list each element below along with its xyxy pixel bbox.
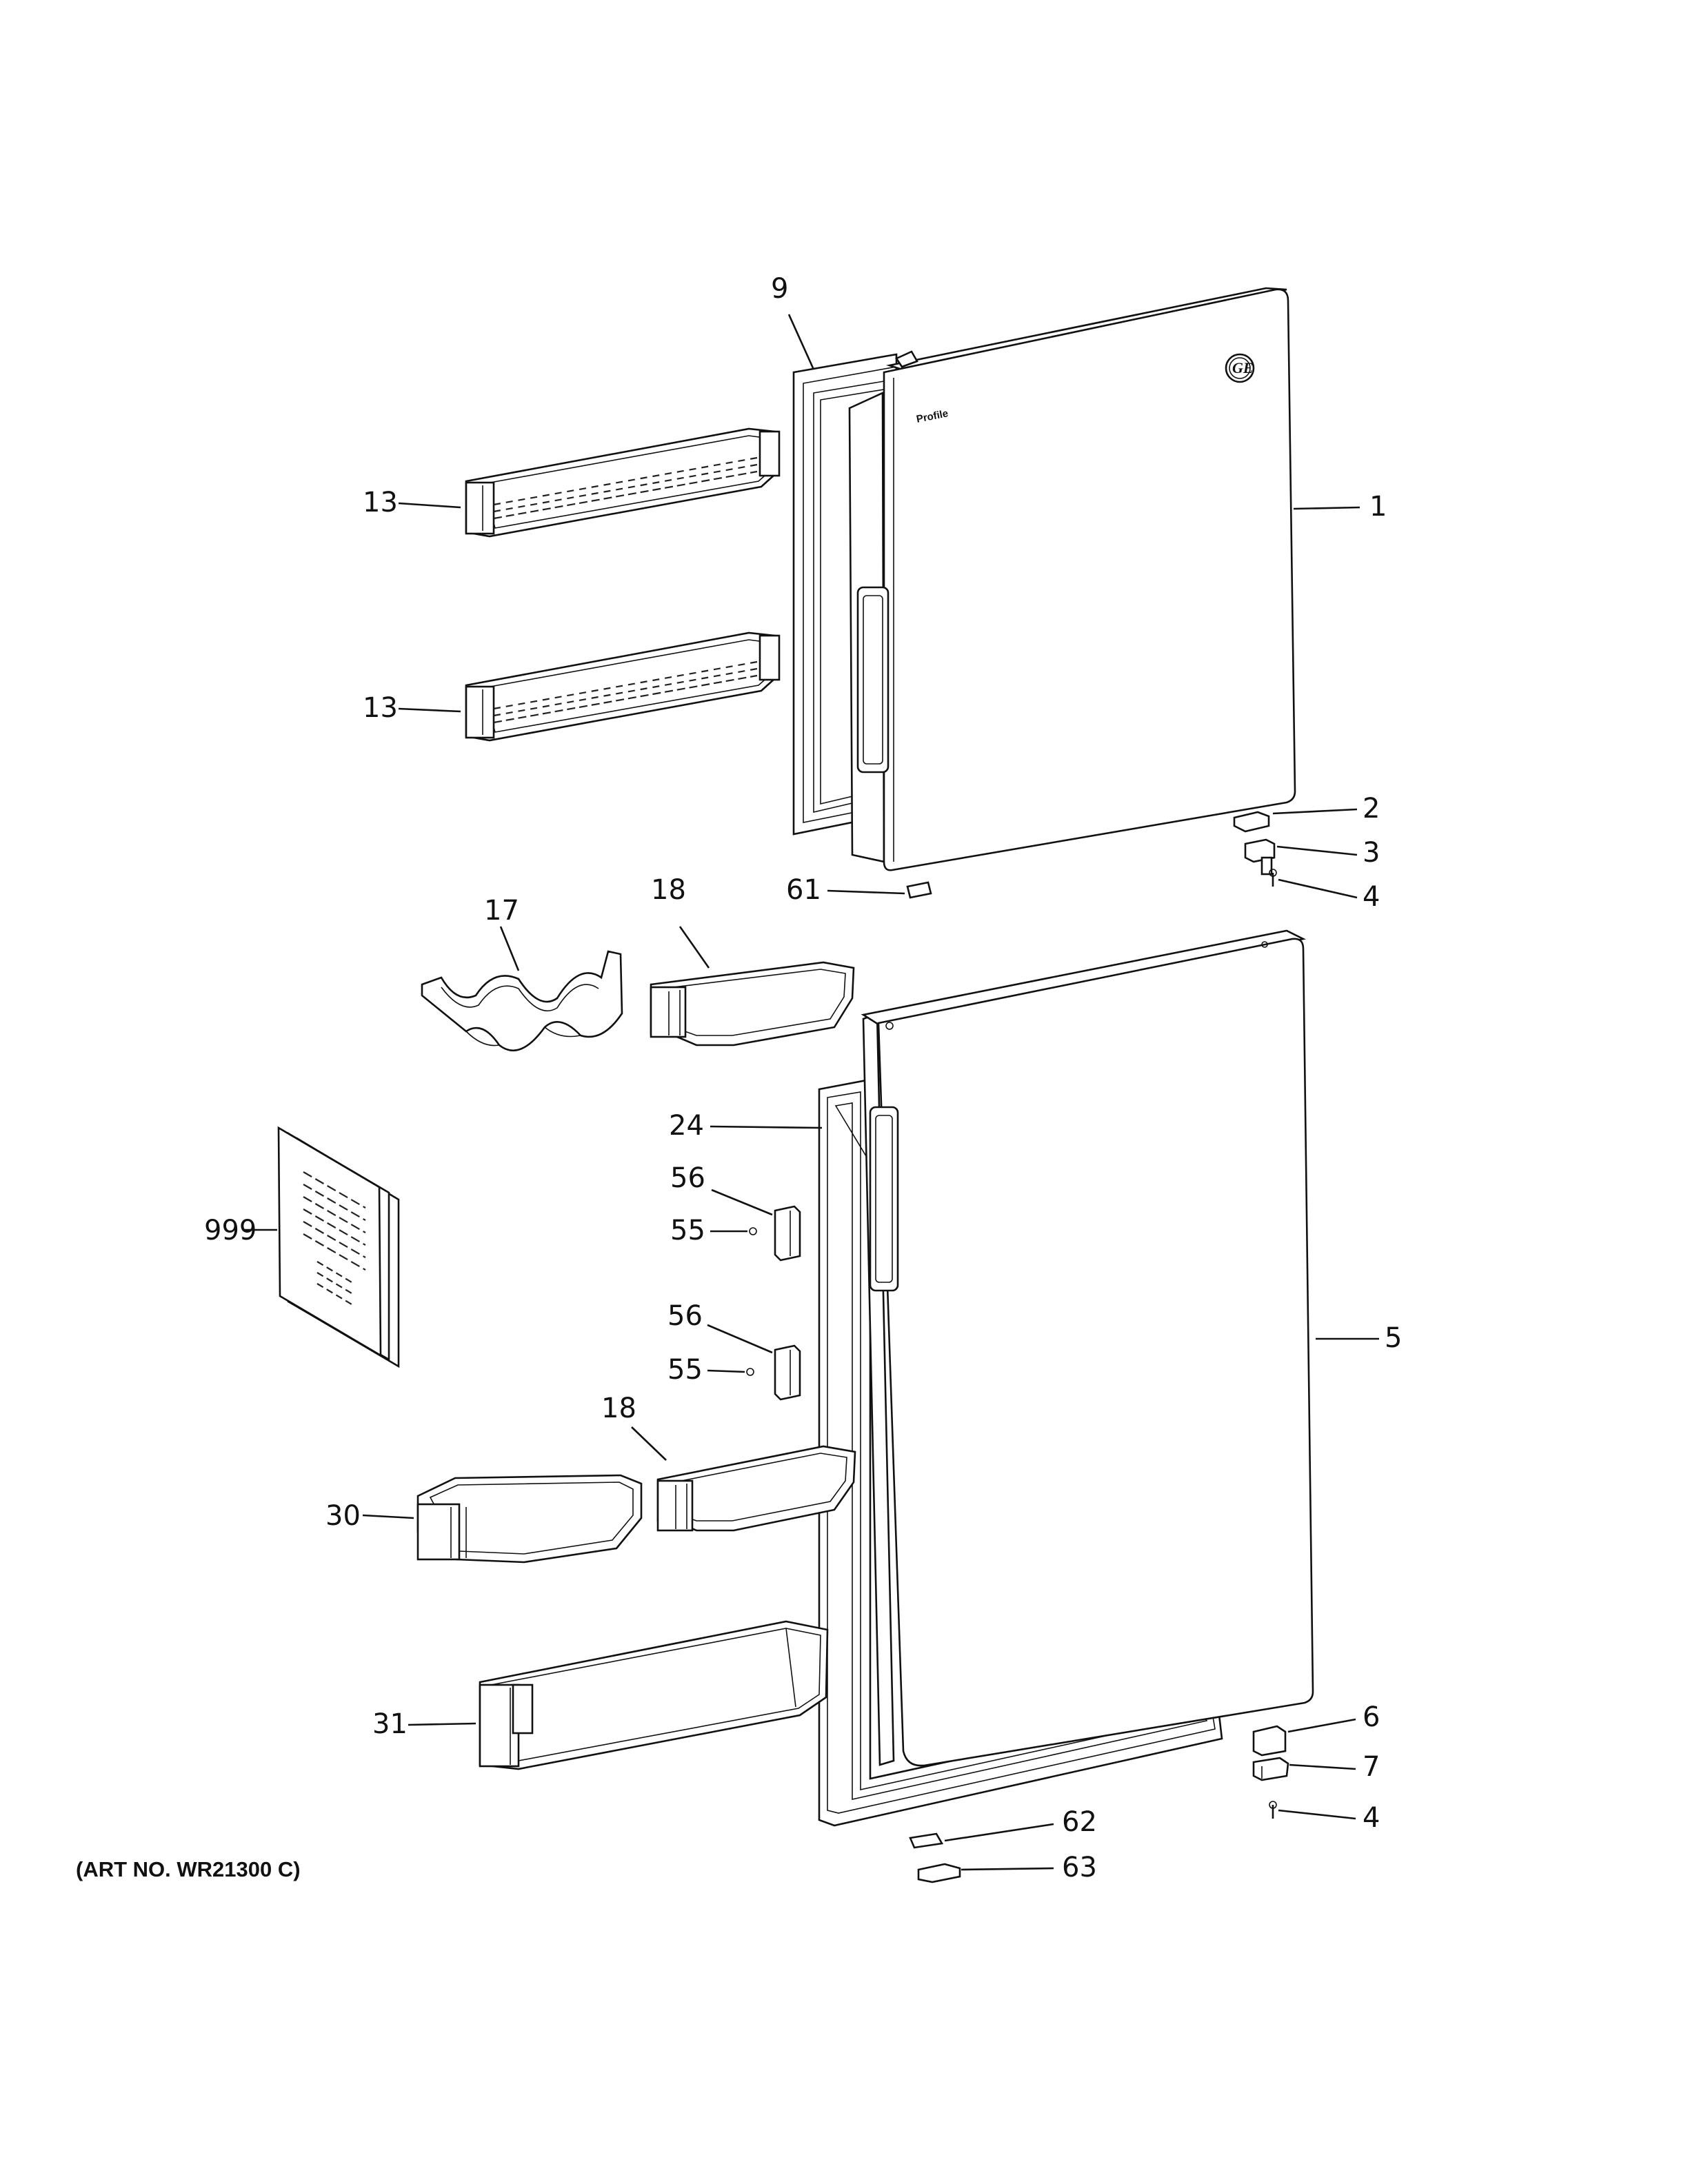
hinge-cap-6: [1252, 1725, 1287, 1757]
art-number: (ART NO. WR21300 C): [76, 1857, 301, 1881]
callout-999: 999: [204, 1215, 257, 1246]
callout-18-upper: 18: [651, 874, 686, 906]
door-clip-56-upper: [774, 1205, 801, 1262]
callout-31: 31: [372, 1708, 408, 1740]
callout-13-lower: 13: [363, 692, 398, 724]
freezer-door: GE Profile: [792, 287, 1296, 871]
callout-3: 3: [1363, 837, 1380, 869]
callout-7: 7: [1363, 1751, 1380, 1783]
hinge-cover-61: [906, 881, 932, 899]
gallon-shelf-31: [479, 1620, 829, 1770]
callout-56-lower: 56: [667, 1300, 703, 1332]
ge-logo-text: GE: [1232, 359, 1254, 376]
screw-55-upper: [749, 1227, 757, 1235]
door-bin-30: [416, 1474, 643, 1564]
callout-2: 2: [1363, 793, 1380, 825]
wine-rack-17: [421, 950, 623, 1052]
callout-24: 24: [669, 1110, 704, 1142]
callout-55-upper: 55: [670, 1215, 705, 1246]
callout-5: 5: [1385, 1322, 1402, 1354]
callout-18-lower: 18: [601, 1393, 636, 1424]
callout-62: 62: [1062, 1806, 1097, 1838]
leader-lines: [244, 314, 1379, 1871]
screw-55-lower: [746, 1368, 754, 1376]
hinge-cap-2: [1233, 811, 1270, 833]
callout-6: 6: [1363, 1701, 1380, 1733]
fresh-food-door: [818, 929, 1314, 1827]
callout-17: 17: [484, 895, 519, 927]
callout-56-upper: 56: [670, 1162, 705, 1194]
door-shelf-13-lower: [465, 631, 781, 742]
door-bin-18-upper: [650, 961, 855, 1046]
callout-4-lower: 4: [1363, 1802, 1380, 1834]
hinge-3: [1244, 838, 1276, 876]
door-clip-56-lower: [774, 1344, 801, 1401]
callout-55-lower: 55: [667, 1354, 703, 1386]
door-shelf-13-upper: [465, 427, 781, 538]
owner-manual-999: [277, 1126, 400, 1368]
callout-30: 30: [325, 1500, 361, 1532]
callout-63: 63: [1062, 1852, 1097, 1883]
screw-4-upper: [1269, 869, 1277, 887]
callout-13-upper: 13: [363, 487, 398, 518]
callout-1: 1: [1369, 491, 1387, 523]
callout-labels: 9 1 13 13 2 3 4 61 17 18 24 56 55 999 56…: [204, 273, 1402, 1883]
callout-9: 9: [771, 273, 788, 305]
hinge-7: [1252, 1757, 1289, 1781]
screw-4-lower: [1269, 1801, 1277, 1819]
callout-4-upper: 4: [1363, 881, 1380, 913]
door-bin-18-lower: [656, 1445, 856, 1532]
callout-61: 61: [786, 874, 821, 906]
bottom-hinge-63: [917, 1863, 961, 1883]
bottom-hinge-cover-62: [909, 1832, 944, 1849]
